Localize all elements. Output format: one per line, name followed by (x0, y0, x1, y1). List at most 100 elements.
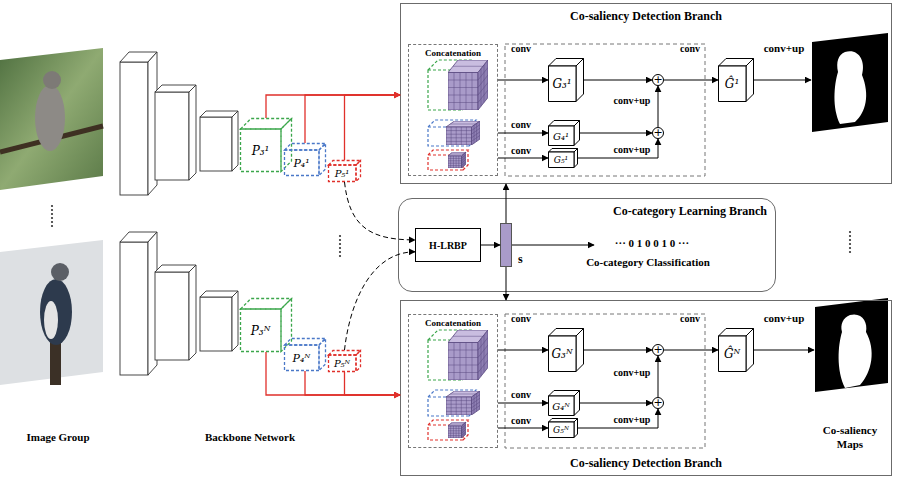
node-label: P₄¹ (284, 150, 319, 176)
cube-face (241, 129, 282, 172)
photo-perch (50, 340, 61, 385)
node-label: P₅ᴺ (328, 355, 356, 372)
connector-arrow (658, 356, 659, 397)
sum-node: + (652, 344, 664, 356)
node-label: + (653, 398, 663, 408)
cube-face (719, 336, 747, 372)
cube-face (241, 119, 292, 130)
sum-node: + (652, 397, 664, 409)
connector-arrow (584, 80, 652, 81)
edge-label: conv+up (614, 95, 651, 106)
connector-arrow (584, 350, 652, 351)
branch-title: Co-category Learning Branch (613, 204, 767, 219)
edge-label: conv+up (614, 414, 651, 425)
cube-face (574, 149, 578, 168)
caption-label: ··· 0 1 0 0 1 0 ··· (615, 237, 689, 249)
node-label: H-LRBP (416, 229, 480, 261)
backbone-plates (120, 52, 238, 195)
saliency-blob (835, 51, 867, 124)
connector-arrow (498, 80, 548, 81)
caption-label: conv+up (764, 42, 805, 54)
saliency-blob (839, 314, 872, 388)
connector-arrow (578, 139, 658, 158)
cube-face (746, 59, 754, 102)
node-label: G₄¹ (548, 126, 574, 146)
input-photo (0, 240, 103, 385)
cube-face (549, 396, 575, 416)
process-box: H-LRBP (415, 228, 481, 262)
saliency-map (812, 33, 888, 132)
cube-face (285, 150, 320, 176)
cube-face (549, 152, 575, 168)
node-label: G₅ᴺ (548, 422, 574, 438)
cube-face (576, 329, 584, 372)
cube-face (574, 419, 578, 438)
edge-label: conv (511, 415, 531, 426)
saliency-map (815, 298, 888, 392)
caption-label: Image Group (26, 431, 89, 443)
node-label: + (653, 75, 663, 85)
classification-arrow (512, 245, 594, 246)
vector-bar: s (500, 223, 512, 267)
cube-face (746, 329, 754, 372)
connector-arrow (664, 350, 718, 351)
sum-node: + (652, 127, 664, 139)
photo-bird (44, 301, 58, 339)
concatenated-features (428, 330, 488, 440)
cube-face (319, 339, 326, 371)
node-label: P₃ᴺ (240, 309, 281, 352)
node-label: + (653, 345, 663, 355)
connector-arrow (506, 184, 507, 223)
photo-bird (43, 71, 61, 89)
connector-arrow (664, 80, 718, 81)
node-label: P₄ᴺ (284, 345, 319, 371)
connector-arrow (305, 371, 400, 395)
branch-box: Co-saliency Detection BranchConcatenatio… (400, 300, 892, 476)
cube-face (549, 66, 577, 102)
node-label: G₃¹ (548, 66, 576, 102)
node-label: G₅¹ (548, 152, 574, 168)
cube-face (356, 161, 361, 182)
caption-label: conv+up (764, 312, 805, 324)
connector-arrow (305, 95, 400, 143)
cube-face (549, 422, 575, 438)
cube-face (549, 149, 578, 153)
concat-box: Concatenation (408, 314, 498, 448)
cube-face (574, 391, 580, 416)
connector-arrow (345, 372, 401, 395)
concatenated-features (428, 60, 488, 170)
cube-face (319, 144, 326, 176)
node-label: P₃¹ (240, 129, 281, 172)
branch-title: Concatenation (409, 48, 497, 58)
cube-face (329, 355, 357, 372)
connector-arrow (345, 182, 416, 240)
concat-box: Concatenation (408, 44, 498, 176)
caption-label: Co-saliency Maps (814, 423, 886, 451)
node-label: + (653, 128, 663, 138)
node-label: P₅¹ (328, 165, 356, 182)
backbone-plates (120, 232, 238, 375)
feature-cube: P₅ᴺ (328, 350, 361, 372)
cube-face (329, 351, 361, 356)
cube-face (549, 419, 578, 423)
edge-label: conv (511, 313, 531, 324)
connector-arrow (498, 158, 548, 159)
photo-bird (40, 279, 72, 345)
feature-cube: G₃¹ (548, 58, 584, 102)
cube-face (356, 351, 361, 372)
cube-face (574, 121, 580, 146)
feature-cube: P₅¹ (328, 160, 361, 182)
edge-label: conv (511, 43, 531, 54)
node-label: s (518, 252, 523, 267)
connector-arrow (266, 95, 400, 118)
connector-arrow (498, 403, 548, 404)
node-label: Ĝᴺ (718, 336, 746, 372)
photo-bird (51, 263, 69, 281)
feature-cube: G₃ᴺ (548, 328, 584, 372)
edge-label: conv (511, 119, 531, 130)
feature-cube: Ĝ¹ (718, 58, 754, 102)
cube-face (549, 126, 575, 146)
feature-cube: P₄¹ (284, 143, 326, 176)
cube-face (285, 345, 320, 371)
